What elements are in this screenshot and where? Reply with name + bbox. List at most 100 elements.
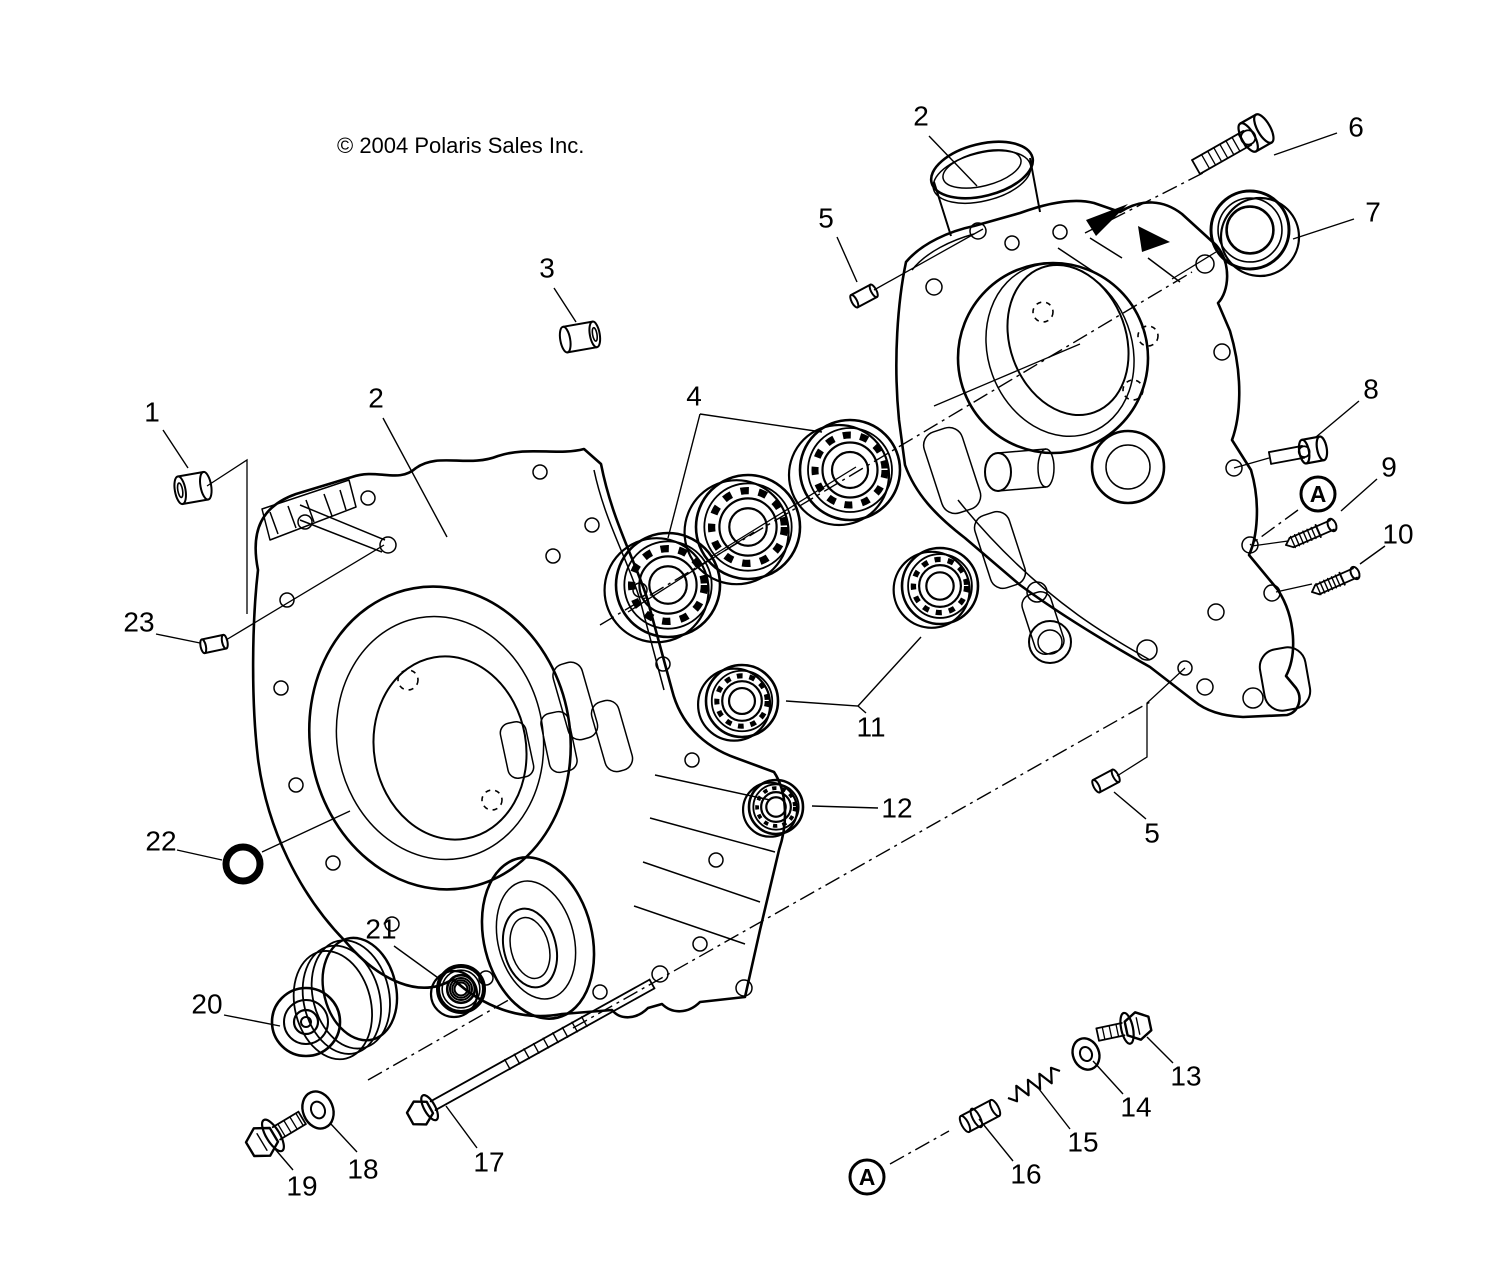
reference-line (873, 228, 984, 291)
callout-1: 1 (144, 397, 189, 469)
serrated-boss (261, 479, 357, 541)
case-ribs (633, 774, 776, 945)
leader-line (1092, 1060, 1124, 1095)
output-seal-bore (480, 856, 596, 1020)
callout-label-10: 10 (1382, 519, 1413, 550)
leader-line (553, 287, 577, 323)
callout-label-2: 2 (913, 101, 929, 132)
reference-line (1171, 251, 1217, 280)
callout-4: 4 (667, 381, 823, 539)
callout-label-12: 12 (881, 793, 912, 824)
callout-label-20: 20 (191, 989, 222, 1020)
callout-16: 16 (978, 1118, 1042, 1190)
part-dowel-pin-5-bottom (1091, 768, 1121, 794)
part-match-mark-A-bottom: A (848, 1158, 886, 1196)
reference-line (206, 458, 248, 614)
case-windows (499, 661, 634, 779)
callout-label-1: 1 (144, 397, 160, 428)
part-spring-15 (1007, 1066, 1061, 1103)
leader-line (836, 236, 858, 283)
callout-label-16: 16 (1010, 1159, 1041, 1190)
part-bearing-4-middle (683, 473, 802, 586)
shift-hub (984, 429, 1166, 664)
callout-label-23: 23 (123, 607, 154, 638)
callout-8: 8 (1315, 374, 1379, 438)
part-washer-14 (1071, 1037, 1101, 1071)
callout-label-14: 14 (1120, 1092, 1151, 1123)
part-flange-bolt-6 (1191, 113, 1275, 175)
leader-line (785, 700, 867, 714)
part-o-ring-22 (222, 843, 264, 885)
callout-13: 13 (1146, 1036, 1202, 1092)
part-dowel-pin-5-top (849, 283, 879, 309)
part-plunger-16 (958, 1098, 1002, 1134)
leader-line (382, 417, 448, 538)
leader-line (1340, 478, 1378, 512)
reference-line (1116, 667, 1186, 777)
leader-line (1113, 791, 1147, 820)
part-set-screw-9 (1285, 517, 1338, 549)
crank-bore (956, 261, 1159, 455)
leader-line (928, 135, 978, 187)
callout-label-2: 2 (368, 383, 384, 414)
part-oil-seal-7 (1209, 189, 1301, 278)
callout-9: 9 (1340, 452, 1397, 512)
part-bolt-17 (405, 978, 656, 1126)
callout-18: 18 (329, 1122, 379, 1185)
callout-12: 12 (811, 793, 913, 824)
callout-label-13: 13 (1170, 1061, 1201, 1092)
reference-line (1275, 583, 1313, 593)
callout-7: 7 (1292, 197, 1381, 240)
left-crankcase-half (251, 447, 787, 1020)
reference-line (261, 810, 351, 853)
reference-line (1233, 457, 1270, 469)
callout-label-22: 22 (145, 826, 176, 857)
callout-label-21: 21 (365, 914, 396, 945)
callout-label-8: 8 (1363, 374, 1379, 405)
match-mark-letter: A (1310, 481, 1327, 507)
part-bushing-3 (558, 320, 602, 354)
callout-10: 10 (1359, 519, 1414, 565)
flange-bolt-holes (925, 222, 1281, 709)
leader-line (699, 413, 823, 433)
part-socket-bolt-8 (1268, 435, 1329, 465)
callout-2: 2 (913, 101, 978, 187)
part-washer-18 (301, 1090, 335, 1130)
leader-line (223, 1014, 281, 1027)
callout-17: 17 (445, 1105, 505, 1178)
reference-line (627, 531, 755, 613)
part-bearing-12 (741, 778, 805, 838)
callout-label-19: 19 (286, 1171, 317, 1202)
callout-14: 14 (1092, 1060, 1152, 1123)
gasket-flange (957, 499, 1158, 661)
callout-label-5: 5 (818, 203, 834, 234)
center-lines (367, 171, 1299, 1165)
leader-line (329, 1122, 358, 1153)
center-line (1084, 171, 1206, 234)
part-drain-plug-19 (244, 1110, 307, 1158)
part-bushing-1 (173, 470, 213, 506)
clutch-bore (307, 585, 573, 891)
part-bearing-4-right (787, 418, 902, 527)
leader-line (1315, 400, 1360, 438)
callout-11: 11 (785, 636, 922, 743)
callout-20: 20 (191, 989, 281, 1027)
callout-22: 22 (145, 826, 223, 861)
leader-line (1146, 1036, 1174, 1064)
leader-line (393, 945, 442, 981)
match-mark-letter: A (859, 1164, 876, 1190)
callout-label-4: 4 (686, 381, 702, 412)
callout-label-3: 3 (539, 253, 555, 284)
leader-line (155, 633, 201, 644)
callout-23: 23 (123, 607, 201, 644)
part-oil-seal-21 (429, 964, 486, 1019)
flange-bolt-holes (273, 464, 753, 1000)
part-bearing-11-lower (696, 663, 780, 742)
center-line (889, 1130, 950, 1165)
mount-boss (1258, 646, 1312, 712)
callout-label-11: 11 (856, 712, 885, 743)
water-inlet-neck (929, 140, 1041, 237)
part-bearing-11-upper (892, 546, 980, 629)
